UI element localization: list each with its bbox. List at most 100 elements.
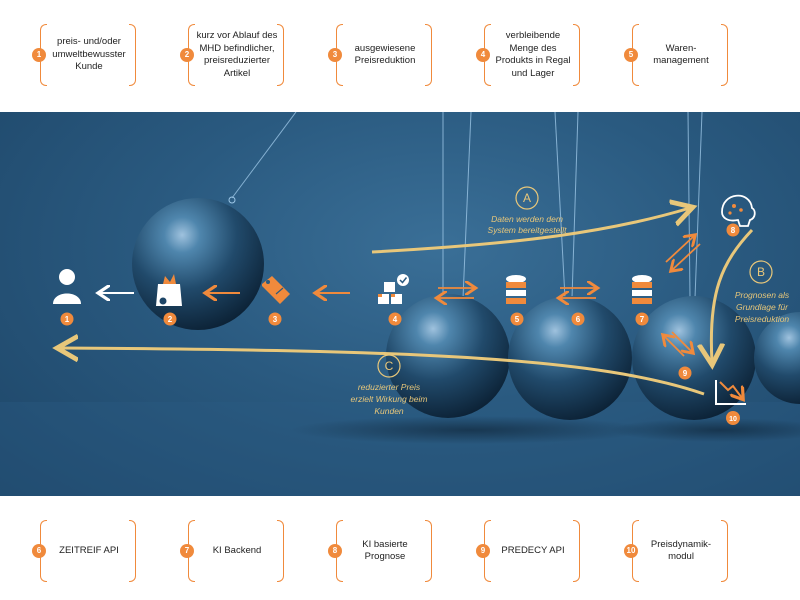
marker-3: 3 (273, 315, 278, 324)
pendulum-ball-edge (754, 312, 800, 404)
legend-number: 8 (328, 544, 342, 558)
flow-c-label-line1: reduzierter Preis (358, 382, 421, 392)
bracket-right (277, 520, 284, 582)
marker-10: 10 (729, 416, 737, 423)
legend-text: verbleibende Menge des Produkts in Regal… (495, 30, 571, 79)
price-tag-icon (262, 276, 290, 304)
marker-1: 1 (65, 315, 70, 324)
legend-number: 10 (624, 544, 638, 558)
marker-9: 9 (683, 369, 688, 378)
marker-4-dot (388, 312, 402, 326)
legend-text: ZEITREIF API (59, 544, 119, 556)
marker-5-dot (510, 312, 524, 326)
legend-number: 7 (180, 544, 194, 558)
flow-c-letter: C (385, 359, 394, 373)
flow-c-badge (377, 354, 401, 378)
exchange-arrows-9-10 (664, 331, 692, 357)
legend-number: 1 (32, 48, 46, 62)
customer-icon (53, 269, 81, 304)
marker-1-dot (60, 312, 74, 326)
database-icon (506, 275, 526, 304)
legend-item-1: 1 preis- und/oder umweltbewusster Kunde (32, 24, 136, 86)
brain-icon (721, 194, 756, 227)
flow-a-letter: A (523, 191, 531, 205)
bracket-right (721, 520, 728, 582)
string-ring (228, 196, 236, 204)
flow-b-label-line1: Prognosen als (735, 290, 790, 300)
flow-a-label-line1: Daten werden dem (491, 214, 563, 224)
legend-number: 6 (32, 544, 46, 558)
flow-b-badge (749, 260, 773, 284)
markers: 1 2 3 4 5 6 7 8 9 10 (60, 223, 740, 425)
boxes-icon (378, 274, 409, 304)
legend-text: kurz vor Ablauf des MHD befindlicher, pr… (196, 30, 278, 79)
legend-text: KI basierte Prognose (362, 538, 408, 563)
marker-8: 8 (731, 226, 736, 235)
legend-number: 4 (476, 48, 490, 62)
legend-number: 5 (624, 48, 638, 62)
flow-c-label-line3: Kunden (374, 406, 404, 416)
bracket-right (129, 24, 136, 86)
legend-item-3: 3 ausgewiesene Preisreduktion (328, 24, 432, 86)
bracket-right (573, 24, 580, 86)
marker-8-dot (726, 223, 740, 237)
pendulum-strings (231, 112, 703, 299)
floor-shadow (610, 418, 800, 442)
database-icon (632, 275, 652, 304)
legend-item-6: 6 ZEITREIF API (32, 520, 136, 582)
bracket-right (573, 520, 580, 582)
flow-a-badge (515, 186, 539, 210)
legend-item-2: 2 kurz vor Ablauf des MHD befindlicher, … (180, 24, 284, 86)
legend-number: 9 (476, 544, 490, 558)
flow-c-label-line2: erzielt Wirkung beim (351, 394, 428, 404)
bracket-right (425, 24, 432, 86)
legend-item-7: 7 KI Backend (180, 520, 284, 582)
marker-7-dot (635, 312, 649, 326)
bottom-legend: 6 ZEITREIF API 7 KI Backend 8 KI basiert… (0, 496, 800, 600)
legend-item-5: 5 Waren-management (624, 24, 728, 86)
marker-5: 5 (515, 315, 520, 324)
legend-text: ausgewiesene Preisreduktion (354, 42, 416, 67)
flow-a-label-line2: System bereitgestellt (488, 225, 568, 235)
marker-2: 2 (168, 315, 173, 324)
legend-item-9: 9 PREDECY API (476, 520, 580, 582)
shopping-bag-icon (156, 274, 182, 306)
legend-text: PREDECY API (501, 544, 565, 556)
marker-6: 6 (576, 315, 581, 324)
diagram-canvas: A Daten werden dem System bereitgestellt… (0, 112, 800, 496)
marker-6-dot (571, 312, 585, 326)
marker-2-dot (163, 312, 177, 326)
flow-b-label-line3: Preisreduktion (735, 314, 790, 324)
marker-7: 7 (640, 315, 645, 324)
marker-10-dot (726, 411, 740, 425)
legend-text: preis- und/oder umweltbewusster Kunde (52, 36, 126, 73)
exchange-arrows-7-8 (665, 236, 701, 270)
bracket-right (721, 24, 728, 86)
pendulum-ball (632, 296, 756, 420)
legend-text: KI Backend (212, 544, 262, 556)
exchange-arrows-4-5 (438, 288, 474, 298)
marker-4: 4 (393, 315, 398, 324)
legend-text: Waren-management (653, 42, 709, 67)
legend-item-10: 10 Preisdynamik-modul (624, 520, 728, 582)
legend-text: Preisdynamik-modul (650, 538, 712, 563)
top-legend: 1 preis- und/oder umweltbewusster Kunde … (0, 0, 800, 112)
pendulum-ball (508, 296, 632, 420)
bracket-right (277, 24, 284, 86)
flow-c-arrow (60, 348, 705, 396)
marker-3-dot (268, 312, 282, 326)
legend-number: 2 (180, 48, 194, 62)
flow-b-arrow (711, 228, 754, 362)
legend-number: 3 (328, 48, 342, 62)
flow-b-letter: B (757, 265, 765, 279)
exchange-arrows-5-7 (560, 288, 596, 298)
flow-b-label-line2: Grundlage für (736, 302, 789, 312)
flow-a-arrow (371, 208, 690, 254)
pendulum-ball-left (132, 198, 264, 330)
bracket-right (425, 520, 432, 582)
bracket-right (129, 520, 136, 582)
marker-9-dot (678, 366, 692, 380)
declining-chart-icon (715, 380, 746, 405)
floor-shadow (290, 416, 650, 444)
legend-item-4: 4 verbleibende Menge des Produkts in Reg… (476, 24, 580, 86)
